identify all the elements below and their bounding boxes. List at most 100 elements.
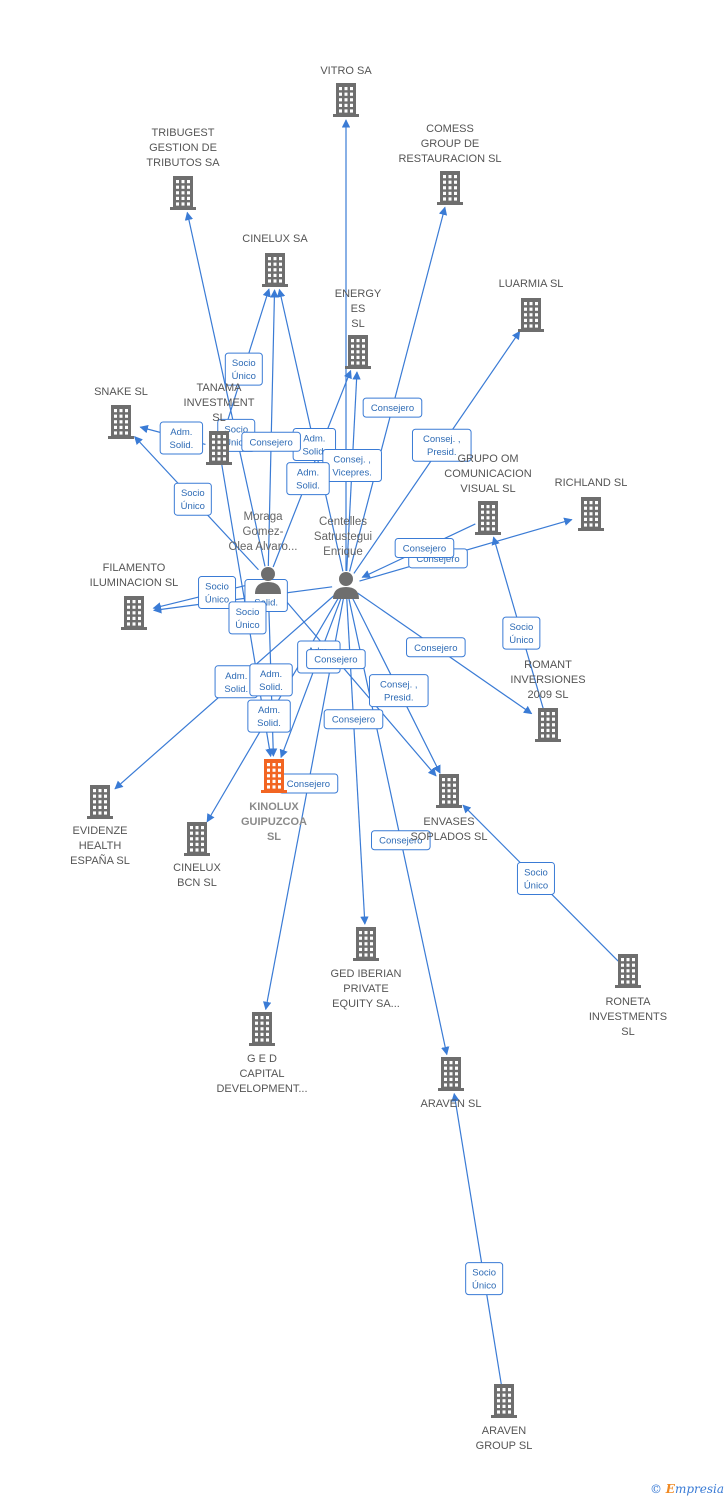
building-icon[interactable]	[491, 1384, 517, 1418]
edge-label-centelles-to-comess[interactable]: Consejero	[362, 397, 423, 418]
building-icon[interactable]	[108, 405, 134, 439]
node-richland[interactable]: RICHLAND SL	[555, 477, 628, 531]
brand-name: mpresia	[674, 1482, 724, 1496]
edge-label-text: Adm.	[225, 671, 247, 682]
edge-label-centelles-to-ged-iberian[interactable]: Consejero	[323, 709, 384, 730]
node-vitro[interactable]: VITRO SA	[320, 65, 372, 117]
edge-label-text: Único	[524, 880, 548, 891]
edge-label-grupo-om-to-centelles[interactable]: Consejero	[394, 537, 455, 558]
edge-label-centelles-to-araven[interactable]: Consejero	[371, 830, 431, 851]
building-icon[interactable]	[170, 176, 196, 210]
edge-label-box	[411, 428, 472, 462]
edge-label-text: Socio	[224, 424, 248, 435]
edge-label-text: Adm.	[297, 468, 319, 479]
edge-label-text: Solid.	[296, 481, 320, 492]
person-icon[interactable]	[333, 572, 359, 599]
edge-label-centelles-to-evidenze[interactable]: Adm.Solid.	[214, 665, 258, 699]
edge-label-box	[371, 830, 431, 851]
node-araven[interactable]: ARAVEN SL	[421, 1057, 482, 1110]
building-icon[interactable]	[345, 335, 371, 369]
edge-centelles-to-comess	[348, 206, 448, 572]
building-icon[interactable]	[184, 822, 210, 856]
edge-label-tanama-to-snake[interactable]: Adm.Solid.	[159, 421, 204, 455]
focus-building-icon[interactable]	[261, 759, 287, 793]
edge-label-text: Consejero	[287, 779, 330, 790]
building-icon[interactable]	[262, 253, 288, 287]
edge-label-box	[323, 709, 384, 730]
edge-label-moraga-to-kinolux[interactable]: Adm.Solid.	[249, 663, 293, 697]
edge-label-moraga-to-energy[interactable]: Adm. Solid.	[286, 462, 330, 496]
edge-label-centelles-to-envases[interactable]: Consej. ,Presid.	[368, 674, 429, 708]
building-icon[interactable]	[206, 431, 232, 465]
edge-label-box	[502, 616, 541, 650]
building-icon[interactable]	[436, 774, 462, 808]
building-icon[interactable]	[535, 708, 561, 742]
edge-label-text: Único	[181, 501, 205, 512]
building-icon[interactable]	[249, 1012, 275, 1046]
building-icon[interactable]	[353, 927, 379, 961]
edge-label-centelles-to-luarmia[interactable]: Consej. ,Presid.	[411, 428, 472, 462]
edge-label-moraga-to-cinelux-sa[interactable]: Consejero	[241, 431, 301, 452]
building-icon[interactable]	[518, 298, 544, 332]
edge-label-centelles-to-cinelux-bcn[interactable]: Adm.Solid.	[247, 699, 291, 733]
node-label: RICHLAND SL	[555, 477, 628, 489]
building-icon[interactable]	[87, 785, 113, 819]
edge-label-centelles-to-energy[interactable]: Consej. ,Vicepres.	[322, 449, 382, 483]
edge-label-text: Único	[235, 620, 259, 631]
edge-label-centelles-to-romant[interactable]: Consejero	[406, 637, 466, 658]
building-icon[interactable]	[578, 497, 604, 531]
edge-label-text: Socio	[509, 622, 533, 633]
node-snake[interactable]: SNAKE SL	[94, 386, 148, 439]
edge-label-text: Consejero	[416, 554, 459, 565]
building-icon[interactable]	[333, 83, 359, 117]
person-icon[interactable]	[255, 567, 281, 594]
edge-label-text: Consejero	[249, 437, 292, 448]
edge-label-text: Consejero	[414, 643, 457, 654]
edge-label-text: Adm.	[258, 705, 280, 716]
building-icon[interactable]	[438, 1057, 464, 1091]
building-icon[interactable]	[437, 171, 463, 205]
building-icon[interactable]	[615, 954, 641, 988]
node-luarmia[interactable]: LUARMIA SL	[499, 278, 564, 332]
building-icon[interactable]	[475, 501, 501, 535]
edge-label-text: Presid.	[427, 447, 457, 458]
node-cinelux-sa[interactable]: CINELUX SA	[242, 233, 308, 287]
empresia-footer[interactable]: © Empresia	[650, 1482, 724, 1496]
edges-layer	[114, 119, 619, 1388]
edge-label-box	[173, 482, 212, 516]
edge-label-centelles-to-ged-capital[interactable]: Consejero	[278, 773, 339, 794]
edge-label-moraga-to-envases[interactable]: Consejero	[306, 649, 366, 670]
building-icon[interactable]	[121, 596, 147, 630]
brand-initial: E	[665, 1482, 675, 1496]
edge-label-box	[224, 352, 263, 386]
